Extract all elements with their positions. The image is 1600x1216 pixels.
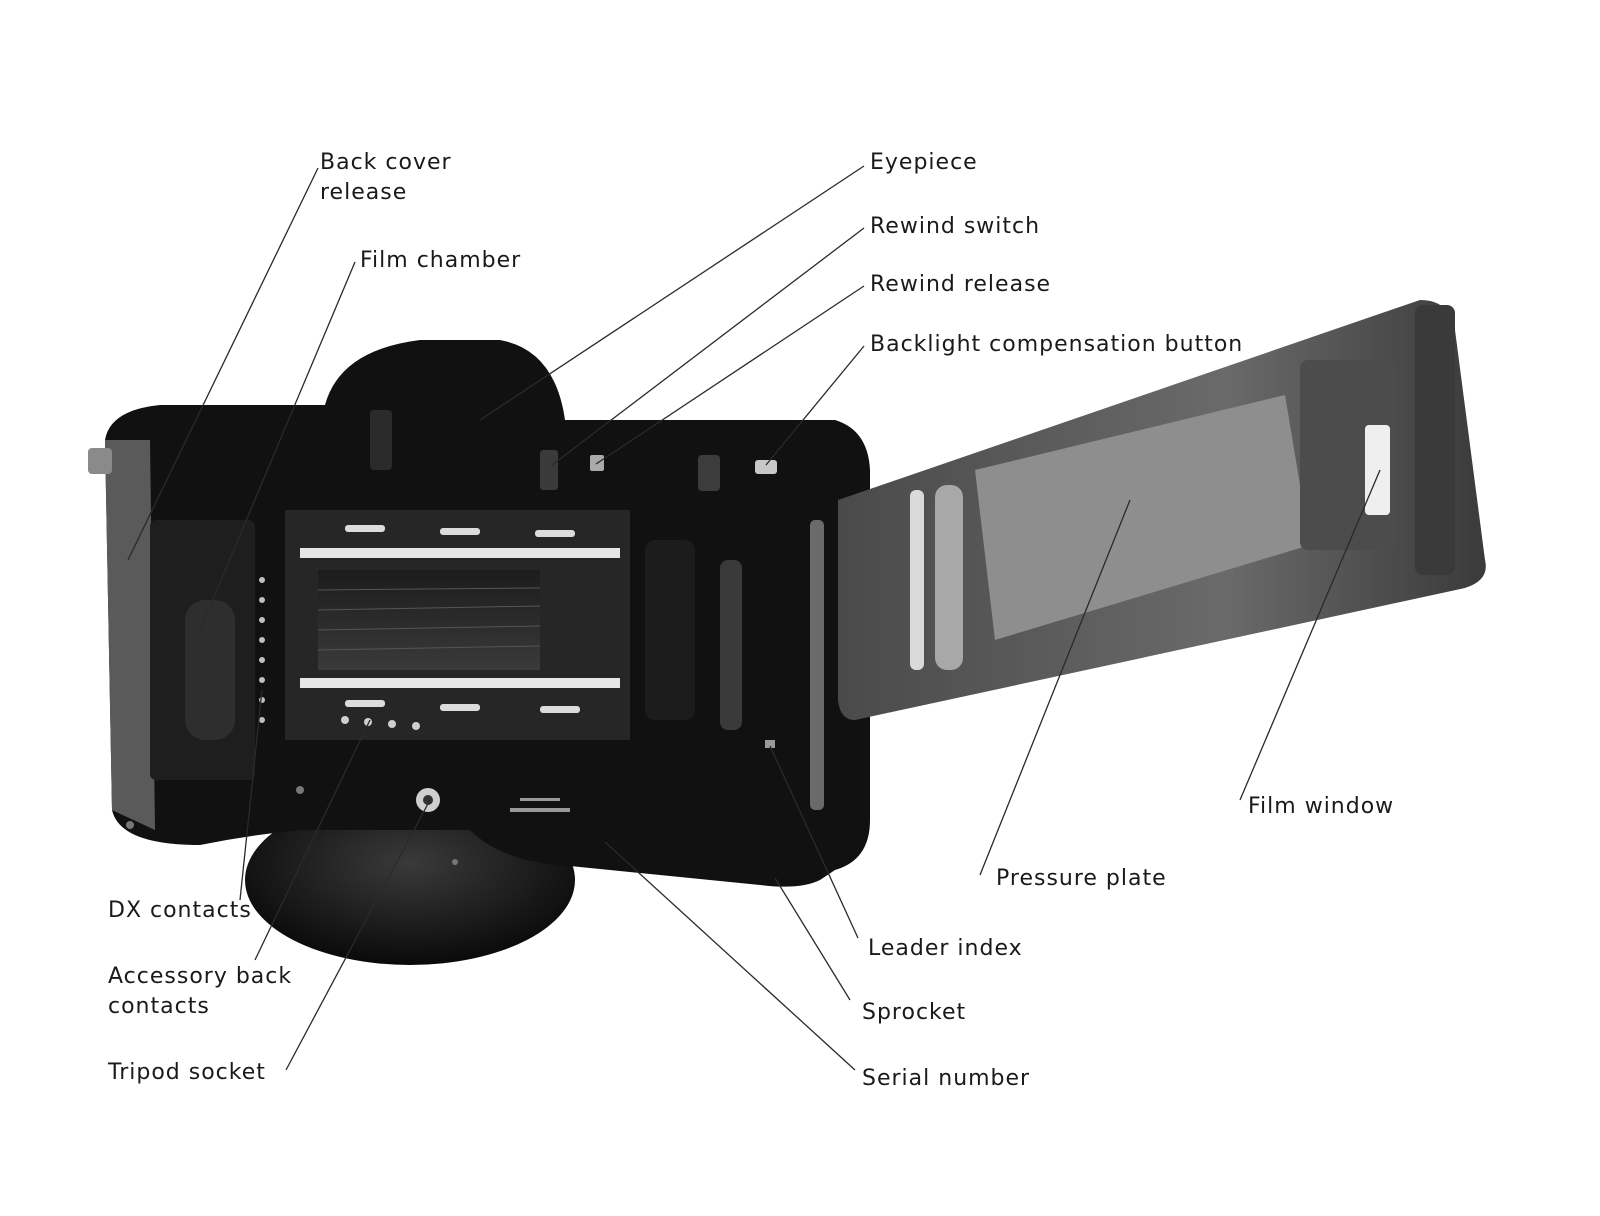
- label-accessory-back-line2: contacts: [108, 994, 210, 1019]
- label-serial-number: Serial number: [862, 1066, 1031, 1091]
- line-leader-index: [769, 745, 859, 939]
- label-backlight-button: Backlight compensation button: [870, 332, 1244, 357]
- line-dx-contacts: [239, 689, 263, 901]
- line-serial-number: [604, 841, 856, 1071]
- label-film-chamber: Film chamber: [360, 248, 522, 273]
- line-tripod-socket: [285, 799, 431, 1071]
- rewind-pad: [698, 455, 720, 491]
- label-pressure-plate: Pressure plate: [996, 866, 1167, 891]
- label-back-cover-release-line1: Back cover: [320, 150, 452, 175]
- door-roller-left-2: [935, 485, 963, 670]
- strap-lug: [88, 448, 112, 474]
- sprocket-roller: [720, 560, 742, 730]
- film-rail-top: [300, 548, 620, 558]
- left-housing: [105, 440, 155, 830]
- line-eyepiece: [479, 165, 865, 421]
- hinge-rail: [810, 520, 824, 810]
- line-rewind-switch: [551, 227, 865, 466]
- dx-contacts: [259, 577, 265, 723]
- film-rail-bottom: [300, 678, 620, 688]
- label-back-cover-release-line2: release: [320, 180, 408, 205]
- screws: [126, 786, 458, 865]
- line-film-window: [1239, 469, 1381, 801]
- takeup-spool: [645, 540, 695, 720]
- pressure-plate-panel: [975, 395, 1310, 640]
- door-roller-left: [910, 490, 924, 670]
- label-accessory-back-contacts: Accessory back contacts: [108, 962, 292, 1022]
- label-leader-index: Leader index: [868, 936, 1023, 961]
- label-back-cover-release: Back cover release: [320, 148, 452, 208]
- line-back-cover-release: [127, 167, 319, 561]
- eyepiece-block: [370, 410, 392, 470]
- line-film-chamber: [199, 261, 356, 631]
- rewind-switch-control: [540, 450, 558, 490]
- label-film-window: Film window: [1248, 794, 1395, 819]
- leader-index-mark: [765, 740, 775, 748]
- line-rewind-release: [595, 285, 865, 465]
- gate-slots: [345, 525, 580, 713]
- line-accessory-back: [254, 719, 371, 961]
- serial-number-plate: [510, 798, 570, 812]
- line-pressure-plate: [979, 499, 1131, 876]
- film-chamber-cylinder: [185, 600, 235, 740]
- door-edge: [1415, 305, 1455, 575]
- label-eyepiece: Eyepiece: [870, 150, 978, 175]
- label-rewind-release: Rewind release: [870, 272, 1052, 297]
- label-sprocket: Sprocket: [862, 1000, 967, 1025]
- backlight-button-control: [755, 460, 777, 474]
- shutter-blades: [317, 587, 541, 651]
- shutter-curtain: [318, 570, 540, 670]
- label-dx-contacts: DX contacts: [108, 898, 252, 923]
- leader-lines: [127, 165, 1381, 1071]
- label-tripod-socket: Tripod socket: [108, 1060, 266, 1085]
- label-accessory-back-line1: Accessory back: [108, 964, 293, 989]
- line-sprocket: [774, 877, 851, 1001]
- line-backlight: [765, 345, 865, 466]
- label-rewind-switch: Rewind switch: [870, 214, 1041, 239]
